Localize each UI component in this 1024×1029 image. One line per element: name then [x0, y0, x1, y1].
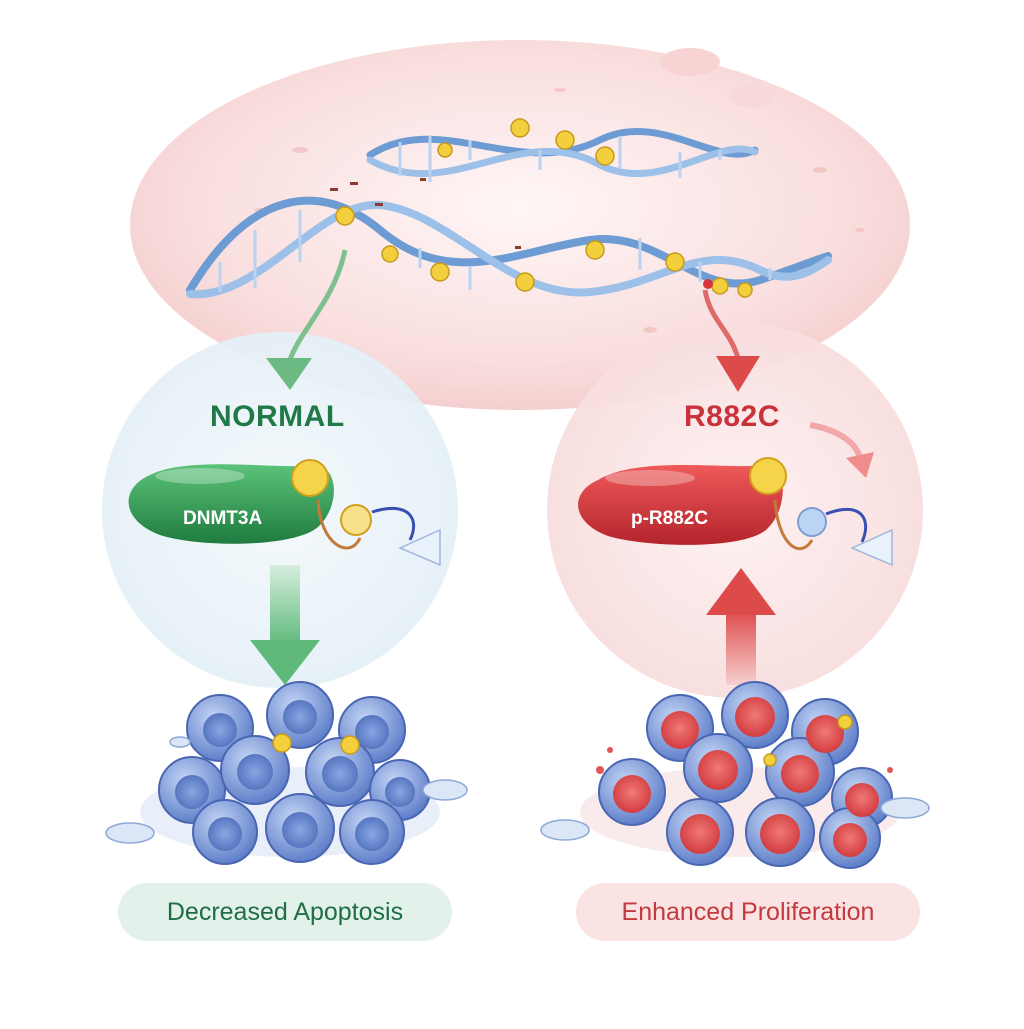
dna-fragments — [330, 178, 521, 249]
mutant-outcome-label: Enhanced Proliferation — [576, 883, 920, 941]
mutant-protein — [578, 457, 893, 567]
mutant-dna-arrow — [702, 289, 760, 392]
mutant-title: R882C — [684, 400, 780, 433]
normal-cell-cluster — [105, 681, 468, 865]
vesicle — [730, 84, 774, 108]
dna-helix-upper — [366, 118, 759, 182]
normal-outcome-label: Decreased Apoptosis — [118, 883, 452, 941]
normal-dna-arrow — [266, 249, 348, 390]
mutant-side-arrow — [809, 422, 874, 478]
nucleus-speckles — [254, 88, 865, 333]
mutant-cell-cluster — [540, 681, 930, 869]
normal-down-arrow — [250, 565, 320, 685]
normal-title: NORMAL — [210, 400, 345, 433]
dnmt3a-label: DNMT3A — [183, 508, 263, 529]
mutant-up-arrow — [706, 568, 776, 685]
mutant-protein-label: p-R882C — [631, 508, 709, 529]
dnmt3a-protein — [128, 459, 441, 567]
dna-helix-lower — [186, 196, 832, 299]
vesicle — [660, 48, 720, 76]
